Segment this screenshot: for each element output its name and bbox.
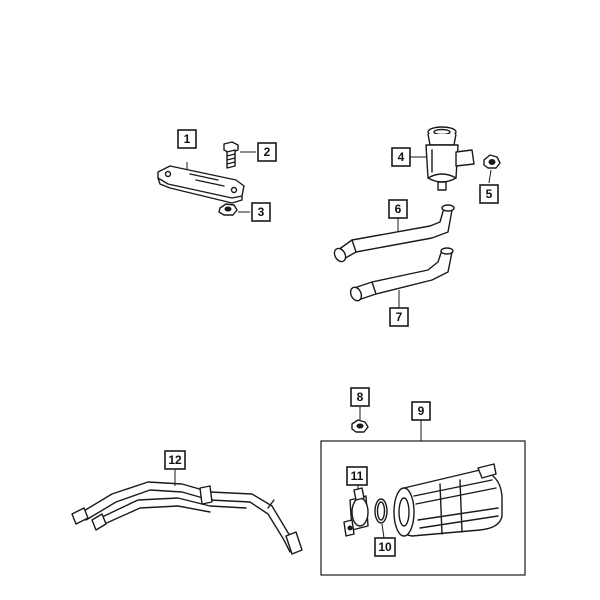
leader-lines <box>174 151 492 539</box>
callout-7: 7 <box>389 307 409 327</box>
nut-part-3 <box>218 203 238 216</box>
callout-6: 6 <box>388 199 408 219</box>
bracket-part <box>157 165 245 204</box>
canister-part <box>393 463 503 537</box>
callout-4-label: 4 <box>398 150 405 164</box>
callout-9: 9 <box>411 401 431 421</box>
hose-part-6 <box>333 204 455 263</box>
callout-1-label: 1 <box>184 132 191 146</box>
callout-9-label: 9 <box>418 404 425 418</box>
callout-3-label: 3 <box>258 205 265 219</box>
callout-1: 1 <box>177 129 197 149</box>
callout-12-label: 12 <box>168 453 182 467</box>
callout-10: 10 <box>374 537 396 557</box>
bolt-part <box>223 141 239 169</box>
callout-2-label: 2 <box>264 145 271 159</box>
callout-4: 4 <box>391 147 411 167</box>
callout-5-label: 5 <box>486 187 493 201</box>
callout-8-label: 8 <box>357 390 364 404</box>
callout-11: 11 <box>346 466 368 486</box>
callout-6-label: 6 <box>395 202 402 216</box>
assembly-frame <box>320 440 526 576</box>
nut-part-5 <box>483 154 501 169</box>
callout-10-label: 10 <box>378 540 392 554</box>
callout-5: 5 <box>479 184 499 204</box>
o-ring-part <box>374 498 388 524</box>
callout-8: 8 <box>350 387 370 407</box>
callout-11-label: 11 <box>351 469 364 483</box>
callout-12: 12 <box>164 450 186 470</box>
reservoir-part <box>425 126 475 191</box>
hose-part-7 <box>349 247 454 302</box>
callout-7-label: 7 <box>396 310 403 324</box>
callout-2: 2 <box>257 142 277 162</box>
valve-part <box>343 487 369 537</box>
nut-part-8 <box>351 419 369 433</box>
harness-part <box>71 481 303 555</box>
callout-3: 3 <box>251 202 271 222</box>
